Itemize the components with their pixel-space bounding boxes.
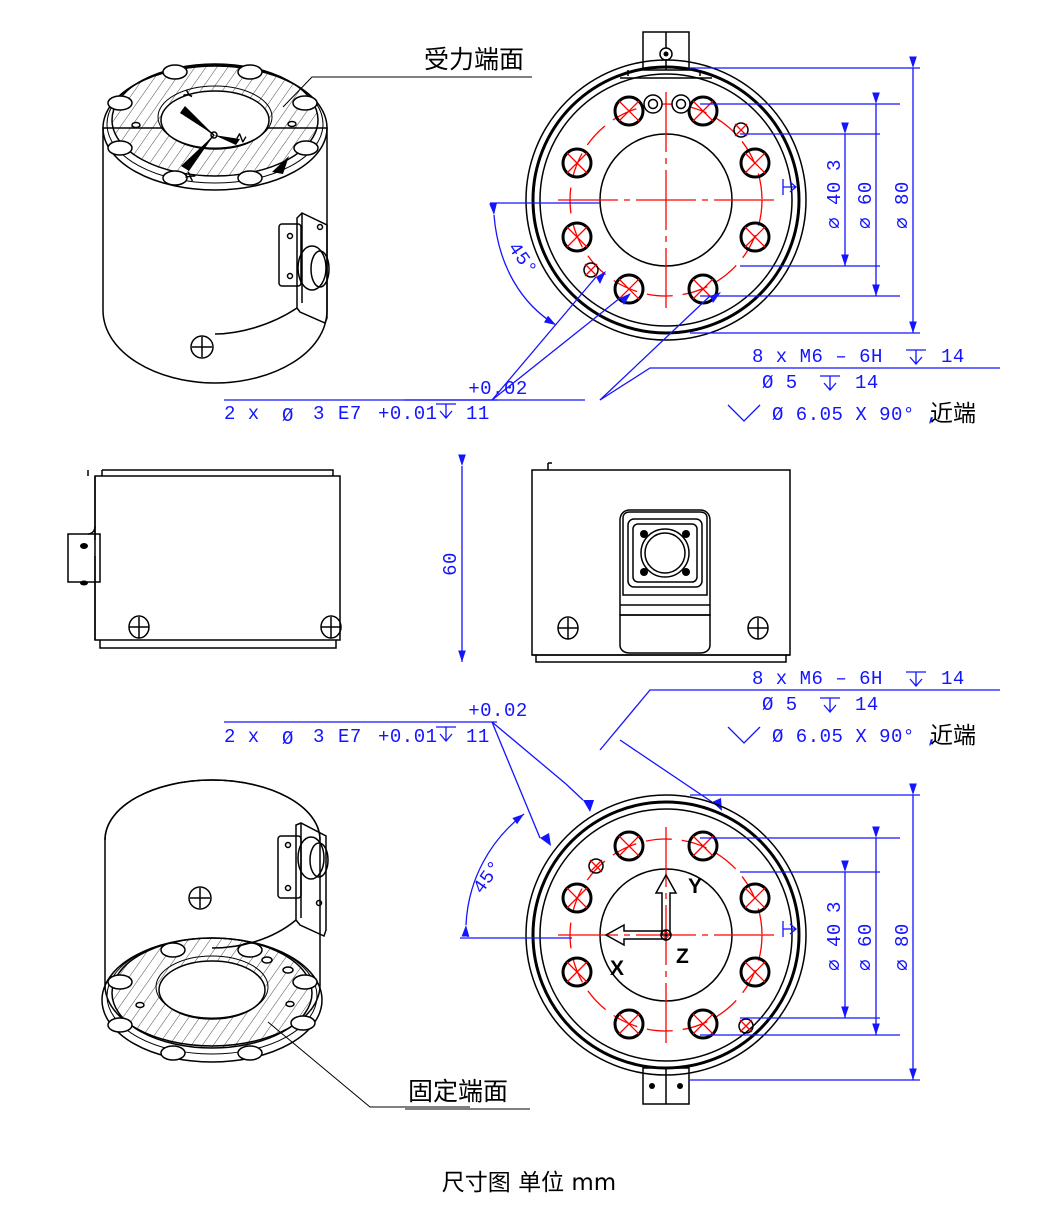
screw-icon-side-2 bbox=[320, 615, 342, 639]
screw-icon-front-1 bbox=[557, 616, 579, 640]
screw-icon-side-1 bbox=[128, 615, 150, 639]
thread-note-depth2-bottom: 14 bbox=[855, 694, 879, 716]
pin-note-body-top: 2 x bbox=[224, 403, 260, 425]
pin-note-depth-top: 11 bbox=[466, 403, 490, 425]
axis-triad-top-iso: Y X Z bbox=[180, 88, 249, 184]
bottom-plan-view: Y X Z bbox=[525, 794, 807, 1105]
dim-label-depth3-bottom: 3 bbox=[824, 901, 846, 913]
axis-label-x-bottom: X bbox=[610, 957, 624, 980]
iso-view-top bbox=[102, 63, 330, 384]
thread-note-nearside-bottom: 近端 bbox=[930, 723, 976, 749]
axis-label-y-bottom: Y bbox=[688, 875, 702, 898]
dim-label-h60: 60 bbox=[440, 552, 462, 576]
bottom-view-pin-note: +0.02 2 x Ø 3 E7 +0.01 11 bbox=[224, 700, 594, 846]
pin-note-size-top: 3 bbox=[313, 403, 325, 425]
thread-note-dia5-bottom: Ø 5 bbox=[762, 694, 798, 716]
pin-note-fit-top: E7 bbox=[338, 403, 362, 425]
dim-label-d40-bottom: ⌀ 40 bbox=[824, 923, 846, 971]
pin-note-fit-bottom: E7 bbox=[338, 726, 362, 748]
bolt-holes-bottom bbox=[561, 830, 771, 1040]
pin-note-depth-bottom: 11 bbox=[466, 726, 490, 748]
thread-note-line1-bottom: 8 x M6 – 6H bbox=[752, 668, 883, 690]
dim-label-d80-top: ⌀ 80 bbox=[892, 181, 914, 229]
top-plan-view bbox=[525, 31, 807, 341]
thread-note-dia5-top: Ø 5 bbox=[762, 372, 798, 394]
label-fixed-face: 固定端面 bbox=[408, 1077, 508, 1106]
dim-label-d80-bottom: ⌀ 80 bbox=[892, 923, 914, 971]
top-view-pin-note: +0.02 2 x Ø 3 E7 +0.01 11 bbox=[224, 271, 631, 427]
thread-note-line1-top: 8 x M6 – 6H bbox=[752, 346, 883, 368]
pin-note-upper-tol-top: +0.02 bbox=[468, 378, 528, 400]
dim-label-45-top: 45° bbox=[503, 238, 542, 280]
pin-note-dia-bottom: Ø bbox=[282, 728, 294, 750]
thread-note-depth1-bottom: 14 bbox=[941, 668, 965, 690]
dowel-holes-bottom bbox=[588, 858, 754, 1034]
pin-note-body-bottom: 2 x bbox=[224, 726, 260, 748]
bottom-view-thread-note: 8 x M6 – 6H 14 Ø 5 14 Ø 6.05 X 90° , 近端 bbox=[599, 668, 1000, 811]
side-view-left bbox=[67, 469, 342, 649]
thread-note-countersink-top: Ø 6.05 X 90° , bbox=[772, 404, 939, 426]
dim-label-d60-top: ⌀ 60 bbox=[855, 181, 877, 229]
screw-icon-front-2 bbox=[747, 616, 769, 640]
dim-label-depth3-top: 3 bbox=[824, 159, 846, 171]
thread-note-depth1-top: 14 bbox=[941, 346, 965, 368]
top-view-thread-note: 8 x M6 – 6H 14 Ø 5 14 Ø 6.05 X 90° , 近端 bbox=[599, 292, 1000, 427]
pin-note-dia-top: Ø bbox=[282, 405, 294, 427]
front-view-dimension-60: 60 bbox=[440, 454, 466, 662]
drawing-caption: 尺寸图 单位 mm bbox=[442, 1170, 616, 1196]
thread-note-countersink-bottom: Ø 6.05 X 90° , bbox=[772, 726, 939, 748]
dowel-holes-top bbox=[583, 122, 749, 278]
thread-note-depth2-top: 14 bbox=[855, 372, 879, 394]
dim-label-45-bottom: 45° bbox=[469, 856, 508, 898]
dim-label-d40-top: ⌀ 40 bbox=[824, 181, 846, 229]
label-loaded-face: 受力端面 bbox=[424, 45, 524, 74]
top-view-dimensions: ⌀ 40 3 ⌀ 60 ⌀ 80 45° bbox=[489, 56, 920, 334]
iso-view-bottom bbox=[101, 779, 329, 1063]
screw-icon-top-iso bbox=[190, 335, 214, 359]
pin-note-lower-tol-top: +0.01 bbox=[378, 403, 438, 425]
pin-note-lower-tol-bottom: +0.01 bbox=[378, 726, 438, 748]
thread-note-nearside-top: 近端 bbox=[930, 401, 976, 427]
bottom-view-dimensions: ⌀ 40 3 ⌀ 60 ⌀ 80 45° bbox=[460, 783, 920, 1081]
dim-label-d60-bottom: ⌀ 60 bbox=[855, 923, 877, 971]
bolt-holes-top bbox=[561, 95, 771, 305]
screw-icon-bottom-iso bbox=[188, 886, 212, 910]
pin-note-size-bottom: 3 bbox=[313, 726, 325, 748]
axis-label-z-bottom: Z bbox=[676, 945, 689, 968]
leader-loaded-face bbox=[282, 76, 532, 108]
axis-triad-bottom-plan: Y X Z bbox=[604, 873, 702, 980]
pin-note-upper-tol-bottom: +0.02 bbox=[468, 700, 528, 722]
front-view bbox=[531, 462, 791, 663]
leader-fixed-face bbox=[267, 1021, 530, 1110]
